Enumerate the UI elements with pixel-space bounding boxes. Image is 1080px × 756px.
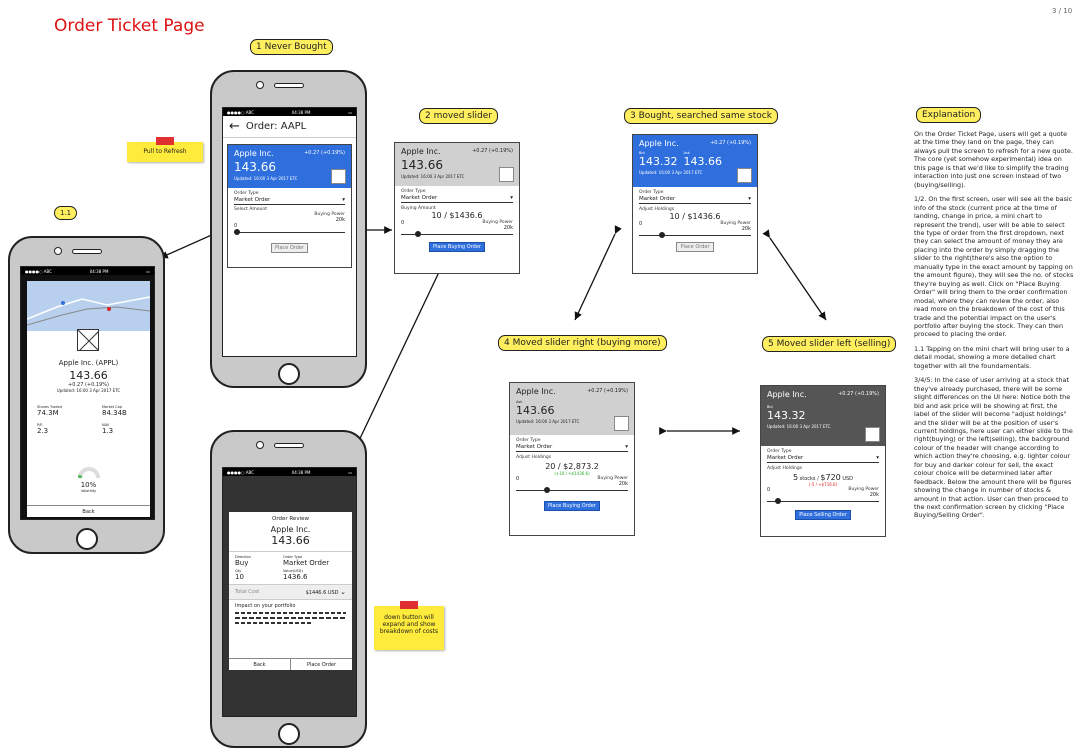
order-type-select[interactable]: Market Order▾: [516, 444, 628, 452]
pin-icon: [156, 137, 174, 145]
volatility-label: Volatility: [80, 489, 97, 493]
order-header: ← Order: AAPL: [223, 116, 356, 138]
order-review-modal: Order Review Apple Inc. 143.66 Direction…: [229, 512, 352, 670]
pull-to-refresh-note: Pull to Refresh: [127, 137, 203, 162]
back-arrow-icon[interactable]: ←: [229, 119, 240, 134]
quote-header: Apple Inc. 143.66 +0.27 (+0.19%) Updated…: [228, 145, 351, 188]
arrow-s3-s5: [762, 229, 827, 321]
order-type-select[interactable]: Market Order▾: [767, 455, 879, 463]
mini-chart-icon[interactable]: [499, 167, 514, 182]
mini-chart-icon[interactable]: [737, 168, 752, 183]
amount-readout[interactable]: 20 / $2,873.2: [545, 462, 599, 471]
home-button-icon: [278, 723, 300, 745]
home-button-icon: [76, 528, 98, 550]
page-title: Order Ticket Page: [54, 16, 205, 36]
total-cost-row[interactable]: Total Cost $1446.6 USD ⌄: [229, 584, 352, 600]
amount-slider[interactable]: [767, 498, 879, 504]
tag-buying-more: 4 Moved slider right (buying more): [498, 335, 667, 351]
review-place-order-button[interactable]: Place Order: [306, 662, 337, 668]
tag-selling: 5 Moved slider left (selling): [762, 336, 897, 352]
pin-icon: [400, 601, 418, 609]
order-type-select[interactable]: Market Order▾: [639, 196, 751, 204]
order-card-s2: Apple Inc. 143.66 +0.27 (+0.19%) Updated…: [394, 142, 520, 274]
expand-chevron-icon[interactable]: ⌄: [340, 588, 346, 596]
arrow-s3-s4: [574, 225, 622, 321]
tag-never-bought: 1 Never Bought: [250, 39, 333, 55]
amount-slider[interactable]: [401, 231, 513, 237]
amount-readout[interactable]: 10 / $1436.6: [431, 211, 483, 220]
detail-title: Apple Inc. (APPL): [58, 359, 119, 367]
place-buying-order-button[interactable]: Place Buying Order: [429, 242, 485, 252]
home-button-icon: [278, 363, 300, 385]
order-card-s4: Apple Inc. +0.27 (+0.19%) Ask 143.66 Upd…: [509, 382, 635, 536]
place-selling-order-button[interactable]: Place Selling Order: [795, 510, 851, 520]
detail-back-button[interactable]: Back: [27, 505, 150, 517]
order-type-select[interactable]: Market Order▾: [234, 197, 345, 205]
amount-readout[interactable]: 5 stocks / $720 USD: [792, 473, 854, 482]
detail-price: 143.66: [69, 369, 108, 382]
place-order-button[interactable]: Place Order: [676, 242, 714, 252]
order-card-s5: Apple Inc. +0.27 (+0.19%) Bid 143.32 Upd…: [760, 385, 886, 537]
mini-chart-icon[interactable]: [865, 427, 880, 442]
holding-delta: (+10 / +$1436.6): [554, 471, 590, 476]
amount-slider[interactable]: [639, 232, 751, 238]
page-number: 3 / 10: [1052, 7, 1073, 15]
volatility-value: 10%: [80, 481, 97, 489]
volatility-gauge-icon: [78, 467, 100, 479]
place-order-button[interactable]: Place Order: [270, 243, 309, 253]
tag-moved-slider: 2 moved slider: [419, 108, 498, 124]
amount-slider[interactable]: [516, 487, 628, 493]
explanation-text: On the Order Ticket Page, users will get…: [914, 130, 1074, 520]
detail-change: +0.27 (+0.19%): [68, 382, 109, 388]
mini-chart-icon[interactable]: [331, 169, 346, 184]
holding-delta: (-5 / +$716.6): [808, 482, 838, 487]
expand-costs-note: down button will expand and show breakdo…: [374, 601, 444, 650]
amount-readout[interactable]: 10 / $1436.6: [669, 212, 721, 221]
mini-chart-icon[interactable]: [614, 416, 629, 431]
detail-modal: Apple Inc. (APPL) 143.66 +0.27 (+0.19%) …: [27, 281, 150, 517]
tag-explanation: Explanation: [916, 107, 982, 123]
detail-updated: Updated: 16:00 3 Apr 2017 ETC: [56, 388, 121, 393]
amount-slider[interactable]: [234, 229, 345, 235]
order-card-s1: Apple Inc. 143.66 +0.27 (+0.19%) Updated…: [227, 144, 352, 268]
tag-1-1: 1.1: [54, 206, 78, 220]
detail-chart[interactable]: [27, 281, 150, 331]
review-back-button[interactable]: Back: [229, 659, 291, 670]
tag-bought-searched: 3 Bought, searched same stock: [624, 108, 778, 124]
place-buying-order-button[interactable]: Place Buying Order: [544, 501, 600, 511]
arrow-review: [344, 269, 441, 471]
order-type-select[interactable]: Market Order▾: [401, 195, 513, 203]
stock-image-placeholder-icon: [77, 329, 99, 351]
